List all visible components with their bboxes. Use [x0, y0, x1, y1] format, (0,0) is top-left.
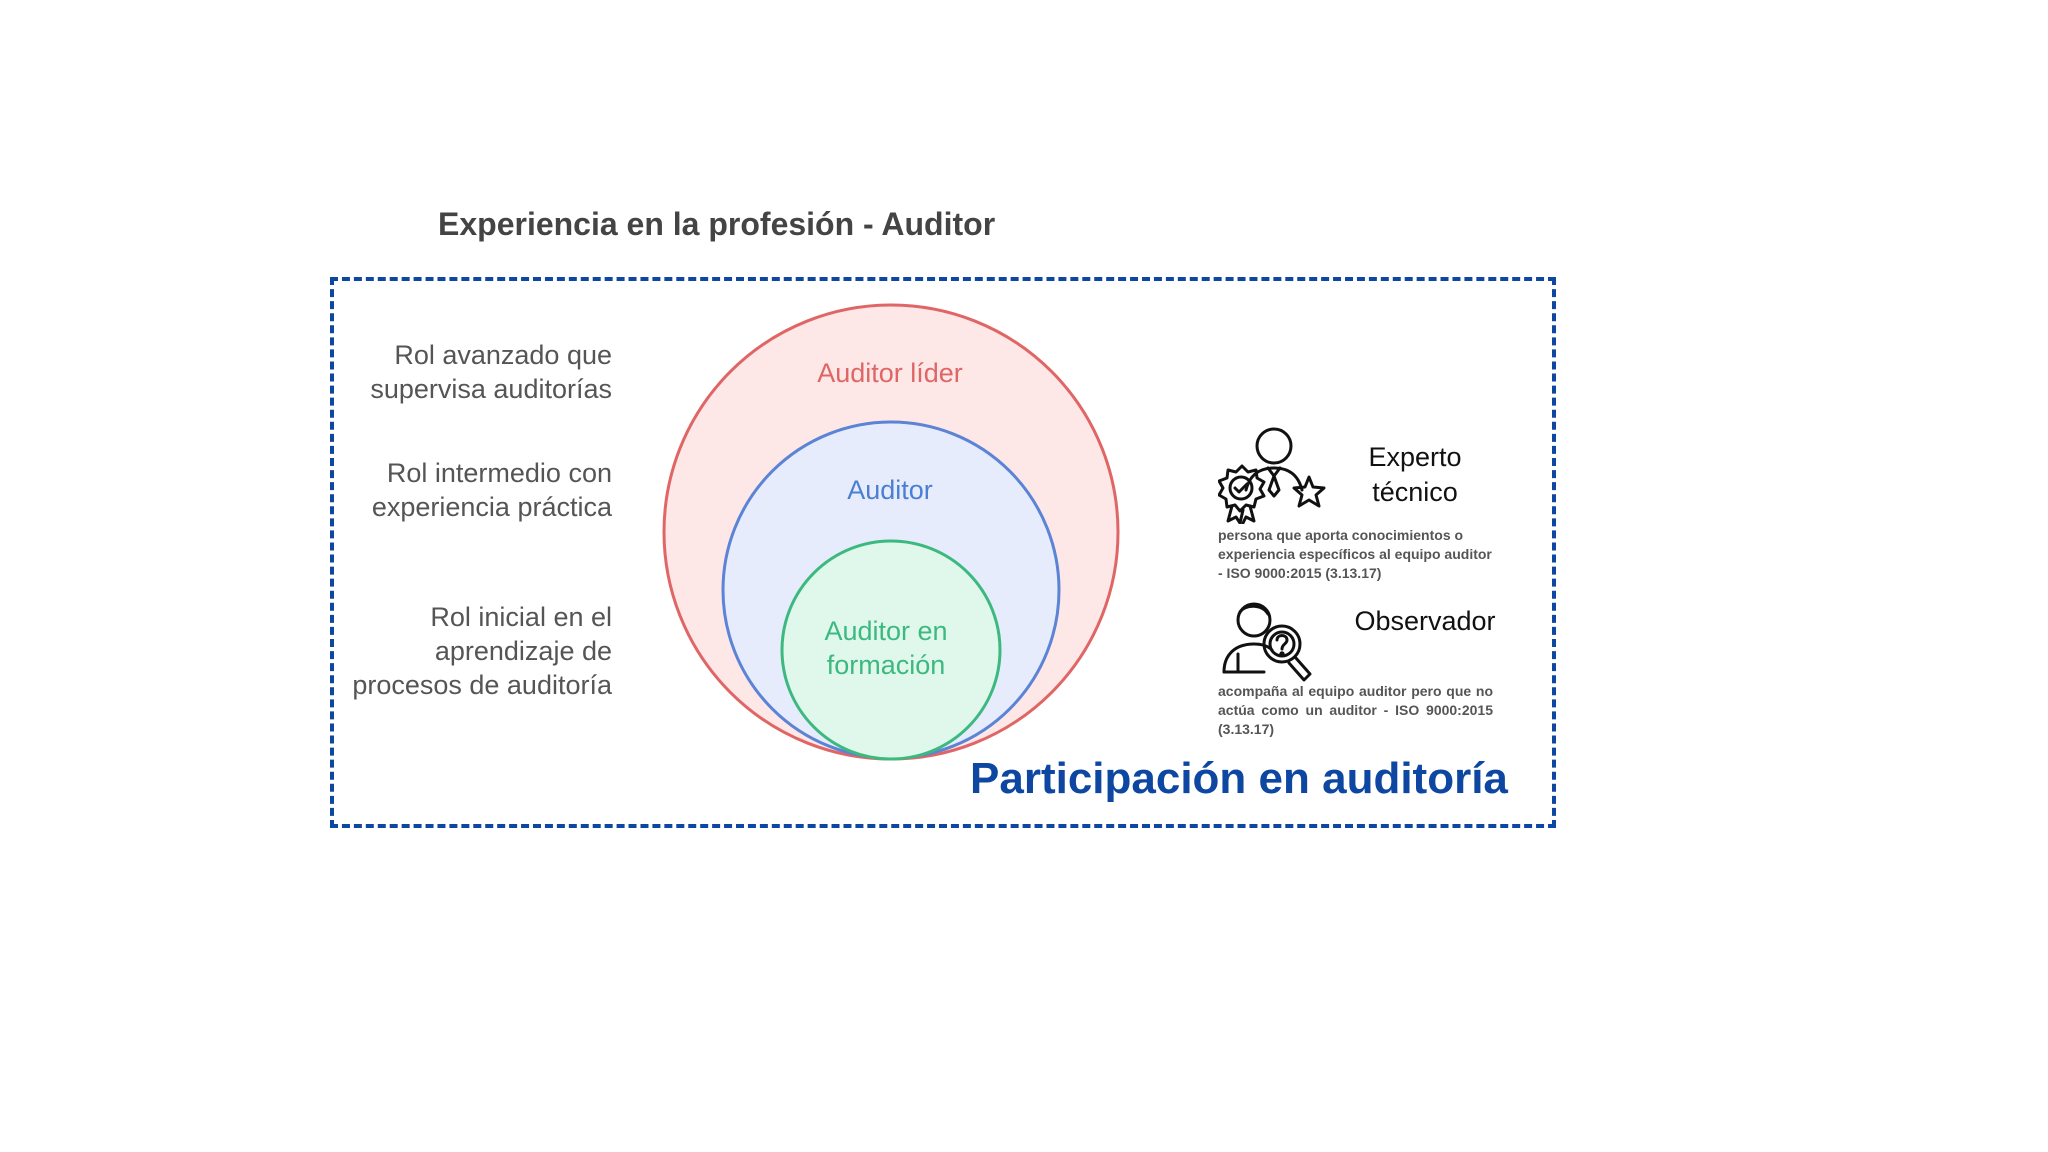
label-auditor-lider: Auditor líder: [817, 358, 963, 388]
diagram-title: Experiencia en la profesión - Auditor: [438, 206, 996, 242]
expert-badge-icon: [1218, 427, 1326, 524]
level-description-auditor: Rol intermedio con experiencia práctica: [371, 458, 612, 522]
role-description-experto: persona que aporta conocimientos o exper…: [1218, 527, 1492, 581]
role-description-observador: acompaña al equipo auditor pero que no a…: [1218, 683, 1493, 737]
level-description-formacion: Rol inicial en el aprendizaje de proceso…: [352, 602, 612, 700]
role-title-observador: Observador: [1354, 606, 1496, 636]
observer-magnifier-icon: [1222, 602, 1312, 682]
role-title-experto: Experto técnico: [1368, 442, 1462, 507]
label-auditor-formacion: Auditor en formación: [824, 616, 948, 680]
label-auditor: Auditor: [847, 475, 933, 505]
participation-frame: [330, 277, 1556, 828]
circle-auditor-formacion: [780, 539, 1002, 761]
level-description-lider: Rol avanzado que supervisa auditorías: [370, 340, 612, 404]
participation-title: Participación en auditoría: [970, 754, 1508, 803]
